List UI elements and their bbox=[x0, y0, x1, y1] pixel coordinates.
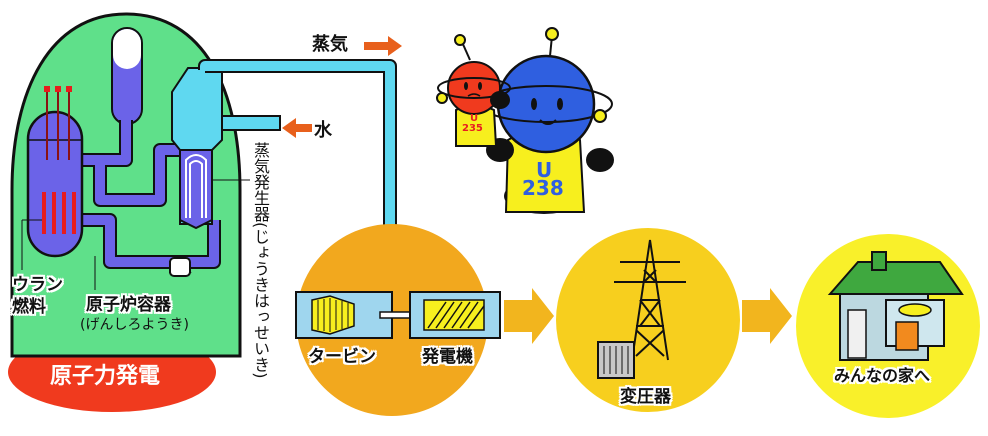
water-arrow bbox=[282, 118, 312, 138]
coolant-pipes bbox=[80, 120, 219, 267]
reactor-vessel-reading: (げんしろようき) bbox=[80, 317, 189, 333]
steam-generator-label: 蒸気発生器(じょうきはっせいき) bbox=[251, 142, 270, 379]
uranium-fuel-label-1: ウラン bbox=[12, 275, 63, 295]
water-label: 水 bbox=[314, 120, 332, 141]
mascot-u238 bbox=[479, 27, 614, 214]
mascot-u235 bbox=[436, 34, 511, 147]
transmission-tower bbox=[614, 239, 686, 361]
control-rods bbox=[44, 86, 72, 160]
generator-label: 発電機 bbox=[422, 347, 473, 367]
generator-unit bbox=[409, 291, 501, 339]
flow-arrow-2 bbox=[742, 288, 792, 344]
house bbox=[827, 251, 964, 361]
steam-arrow bbox=[364, 36, 402, 56]
reactor-vessel-label: 原子炉容器 bbox=[86, 295, 171, 315]
mascot-u238-number: 238 bbox=[522, 176, 564, 200]
uranium-fuel-label-2: 燃料 bbox=[12, 297, 46, 317]
mascot-u238-letter: U bbox=[536, 158, 553, 182]
mascot-u235-letter: U bbox=[470, 113, 479, 124]
steam-pipe bbox=[200, 61, 395, 248]
to-homes-label: みんなの家へ bbox=[834, 366, 931, 385]
plant-name: 原子力発電 bbox=[50, 364, 161, 389]
steam-generator-tubes-section bbox=[179, 149, 213, 230]
fuel-rods bbox=[42, 192, 76, 234]
u-tubes bbox=[185, 154, 207, 218]
transformer-label: 変圧器 bbox=[620, 387, 671, 407]
flow-arrow-1 bbox=[504, 288, 554, 344]
pressurizer-top bbox=[113, 29, 141, 69]
mascot-u235-number: 235 bbox=[462, 123, 483, 134]
coolant-pump-body bbox=[169, 257, 191, 277]
water-pipe bbox=[221, 115, 281, 131]
reactor-vessel bbox=[26, 110, 84, 258]
transformer-unit bbox=[597, 341, 635, 379]
turbine-label: タービン bbox=[308, 347, 376, 367]
turbine-unit bbox=[295, 291, 393, 339]
steam-label: 蒸気 bbox=[312, 34, 348, 55]
